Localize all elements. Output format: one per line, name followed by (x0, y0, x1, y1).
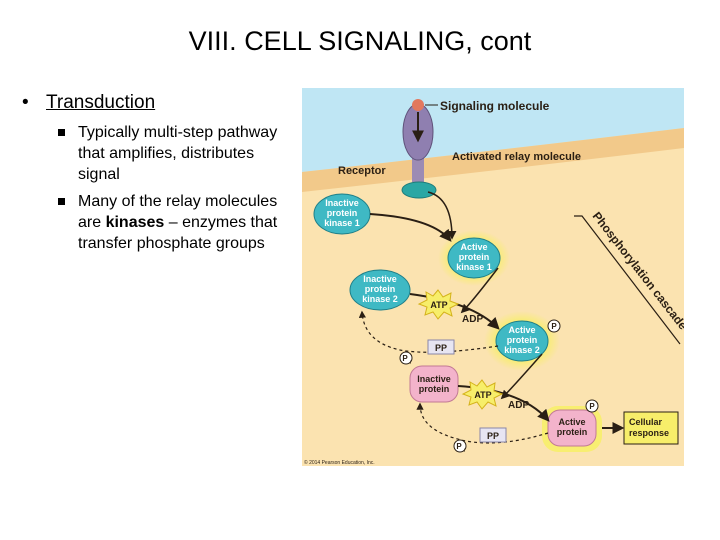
pp-box-2: PP (479, 427, 507, 443)
bullet-transduction: • Transduction (22, 90, 294, 116)
active-protein: Active protein (542, 406, 602, 452)
p-label-2: P (589, 402, 595, 411)
active-pk2-line2: protein (507, 335, 538, 345)
inactive-protein: Inactive protein (409, 365, 459, 403)
active-pk1-line3: kinase 1 (456, 262, 492, 272)
slide-title: VIII. CELL SIGNALING, cont (188, 26, 532, 56)
p-label-1: P (551, 322, 557, 331)
plasma-membrane (302, 128, 684, 192)
inactive-pk2-line1: Inactive (363, 274, 397, 284)
cellular-response-line1: Cellular (629, 417, 663, 427)
inorganic-phosphate-1: P i (399, 351, 413, 366)
adp-label-2: ADP (508, 400, 529, 411)
active-pk2-line1: Active (508, 325, 535, 335)
atp-burst-1: ATP (417, 289, 460, 320)
inactive-protein-kinase-1: Inactive protein kinase 1 (313, 193, 371, 235)
inactive-pk2-line3: kinase 2 (362, 294, 398, 304)
sub-bullet-kinases: Many of the relay molecules are kinases … (22, 191, 294, 254)
phosphate-p-1: P (547, 319, 561, 333)
inactive-pk2-line2: protein (365, 284, 396, 294)
cellular-response-line2: response (629, 428, 669, 438)
phosphate-p-2: P (585, 399, 599, 413)
adp-label-1: ADP (462, 314, 483, 325)
bullet-dot: • (22, 92, 29, 113)
atp-burst-2: ATP (461, 379, 504, 410)
active-pk1-line1: Active (460, 242, 487, 252)
active-protein-line1: Active (558, 417, 585, 427)
bullet-list: • Transduction Typically multi-step path… (22, 90, 294, 254)
pi-sub-1: i (410, 360, 411, 366)
signaling-molecule-label: Signaling molecule (440, 99, 550, 113)
kinases-bold-text: kinases (105, 214, 165, 231)
inactive-pk1-line2: protein (327, 208, 358, 218)
sub-bullet-text: Typically multi-step pathway that amplif… (78, 124, 278, 183)
sub-bullet-multistep: Typically multi-step pathway that amplif… (22, 122, 294, 185)
pp-label-2: PP (487, 431, 499, 441)
sub-bullet-text-post: – enzymes that transfer phosphate groups (78, 214, 278, 252)
sub-bullet-text-pre: Many of the relay molecules are (78, 193, 278, 231)
pathway-diagram: Signaling molecule Activated relay molec… (302, 88, 684, 466)
active-pk2-line3: kinase 2 (504, 345, 540, 355)
square-bullet-icon (58, 198, 65, 205)
atp-label-2: ATP (474, 390, 491, 400)
bullet-main-text: Transduction (46, 92, 156, 113)
inorganic-phosphate-2: P i (453, 439, 467, 454)
pp-label-1: PP (435, 343, 447, 353)
cellular-response-box: Cellular response (623, 411, 679, 445)
relay-molecule (401, 181, 437, 199)
active-pk1-line2: protein (459, 252, 490, 262)
signaling-pathway-figure: Signaling molecule Activated relay molec… (302, 88, 684, 466)
activated-relay-label: Activated relay molecule (452, 151, 581, 163)
atp-label-1: ATP (430, 300, 447, 310)
inactive-pk1-line3: kinase 1 (324, 218, 360, 228)
inactive-pk1-line1: Inactive (325, 198, 359, 208)
pp-box-1: PP (427, 339, 455, 355)
signaling-molecule-dot (412, 99, 424, 111)
extracellular-region (302, 88, 684, 172)
square-bullet-icon (58, 129, 65, 136)
inactive-protein-line1: Inactive (417, 374, 451, 384)
pi-label-2: P (456, 442, 462, 451)
pi-label-1: P (402, 354, 408, 363)
active-protein-kinase-2: Active protein kinase 2 (484, 311, 560, 371)
receptor-label: Receptor (338, 165, 386, 177)
inactive-protein-line2: protein (419, 384, 450, 394)
inactive-protein-kinase-2: Inactive protein kinase 2 (349, 269, 411, 311)
active-protein-line2: protein (557, 427, 588, 437)
pi-sub-2: i (464, 448, 465, 454)
active-protein-kinase-1: Active protein kinase 1 (438, 230, 510, 286)
copyright-text: © 2014 Pearson Education, Inc. (304, 459, 375, 466)
